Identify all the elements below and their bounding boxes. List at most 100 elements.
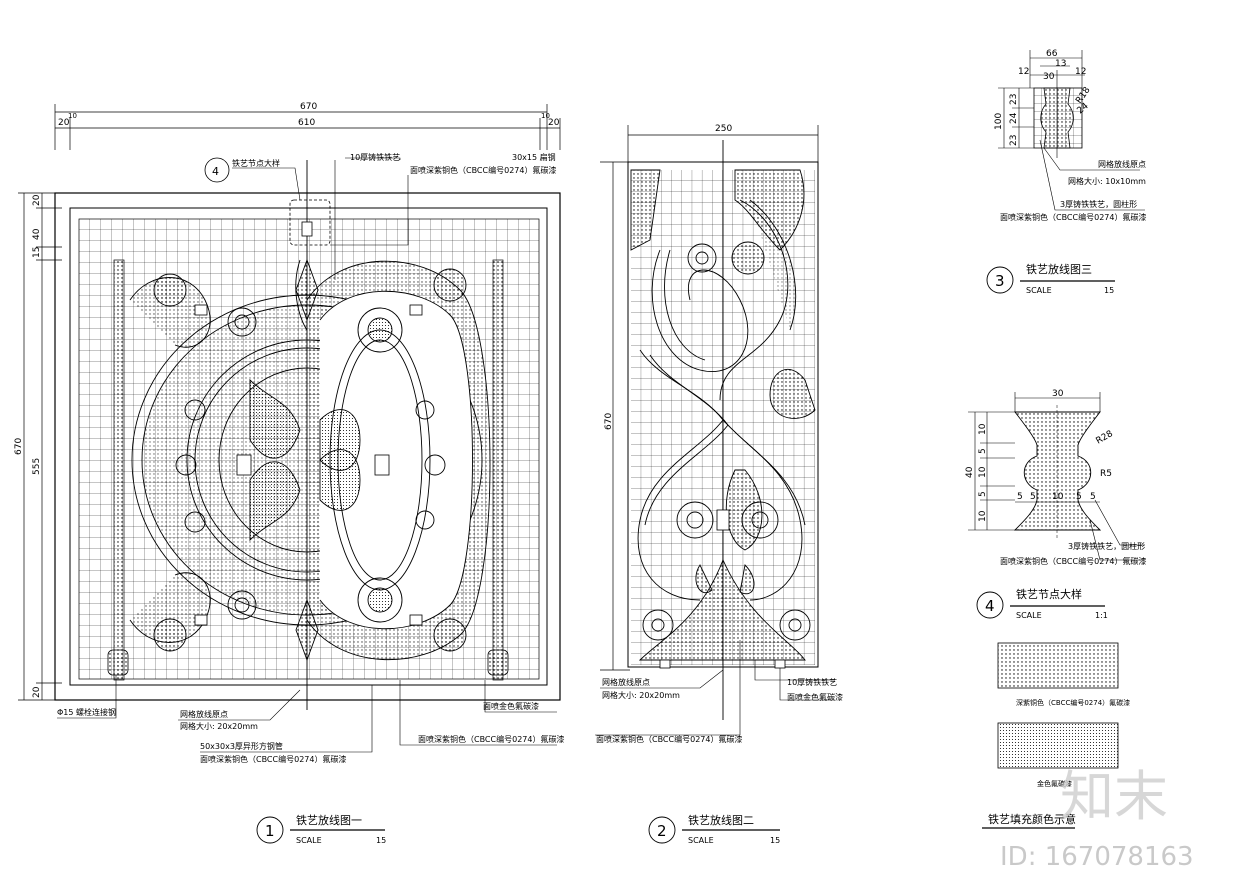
scale-value-3: 15 [1104, 286, 1114, 295]
d4-dim-v10b: 10 [978, 466, 988, 478]
title-bubble-4 [976, 591, 1004, 619]
title-number-1: 1 [265, 822, 275, 840]
note-flat-bar: 30x15 扁钢 [512, 152, 556, 162]
left-dimensions [18, 192, 62, 701]
dim-inner-width: 610 [298, 118, 315, 128]
right-post [492, 259, 504, 681]
d4-dim-h5d: 5 [1090, 492, 1096, 502]
d4-dim-30: 30 [1052, 389, 1064, 399]
dim-inner-height: 555 [32, 458, 42, 475]
top-dimensions [54, 104, 561, 150]
legend-label-copper: 深紫铜色（CBCC编号0274）氟碳漆 [1016, 698, 1130, 707]
detail-ref-label: 铁艺节点大样 [232, 158, 280, 168]
dim-overall-width: 670 [300, 102, 317, 112]
inner-frame [69, 207, 548, 686]
d4-dim-v10c: 10 [978, 510, 988, 522]
d3-dim-100: 100 [994, 113, 1004, 130]
d2-dim-width: 250 [715, 124, 732, 134]
title-bubble-1 [256, 816, 284, 844]
leaders-bottom [57, 675, 557, 753]
note-paint-gold: 面喷金色氟碳漆 [483, 701, 539, 711]
detail-2: 250 670 [595, 124, 843, 845]
d4-dim-r5: R5 [1100, 469, 1112, 479]
d3-note-bar3: 3厚铸铁铁艺，圆柱形 [1060, 199, 1137, 209]
d2-feet [659, 509, 786, 669]
dim-edge-right-2: 20 [548, 118, 560, 128]
d4-dim-h5a: 5 [1017, 492, 1023, 502]
d2-note-bar10: 10厚铸铁铁艺 [787, 677, 837, 687]
detail-ref-number: 4 [212, 165, 219, 178]
title-number-4: 4 [985, 597, 995, 615]
scale-value-1: 15 [376, 836, 386, 845]
note-grid-size: 网格大小: 20x20mm [180, 721, 258, 731]
detail-3: 66 13 12 12 30 100 23 24 23 R18 24 网格放线原… [986, 49, 1146, 295]
dim-v-top-1: 20 [32, 194, 42, 206]
dim-v-bottom: 20 [32, 686, 42, 698]
note-paint-copper-right: 面喷深紫铜色（CBCC编号0274）氟碳漆 [418, 734, 564, 744]
d3-note-grid-size: 网格大小: 10x10mm [1068, 176, 1146, 186]
d3-dim-30: 30 [1043, 72, 1055, 82]
color-legend: 深紫铜色（CBCC编号0274）氟碳漆 金色氟碳漆 铁艺填充颜色示意 [982, 642, 1130, 829]
dim-v-top-2: 40 [32, 228, 42, 240]
scale-value-2: 15 [770, 836, 780, 845]
d4-note-paint: 面喷深紫铜色（CBCC编号0274）氟碳漆 [1000, 556, 1146, 566]
note-grid-origin: 网格放线原点 [180, 709, 228, 719]
d2-note-grid-origin: 网格放线原点 [602, 677, 650, 687]
d3-dim-24: 24 [1009, 112, 1019, 124]
d4-dim-v5b: 5 [978, 491, 988, 497]
scale-label-4: SCALE [1016, 611, 1042, 620]
d3-note-paint: 面喷深紫铜色（CBCC编号0274）氟碳漆 [1000, 212, 1146, 222]
note-paint-copper-bottom: 面喷深紫铜色（CBCC编号0274）氟碳漆 [200, 754, 346, 764]
d3-dim-23: 23 [1009, 94, 1019, 105]
title-1: 铁艺放线图一 [296, 813, 362, 827]
leaders-top [232, 157, 409, 280]
d4-dim-v5a: 5 [978, 448, 988, 454]
title-2: 铁艺放线图二 [688, 813, 754, 827]
watermark-logo: 知末 [1060, 765, 1168, 828]
dim-edge-right: 10 [541, 112, 550, 120]
d2-note-paint-gold: 面喷金色氟碳漆 [787, 692, 843, 702]
title-bubble-3 [986, 266, 1014, 294]
d3-leaders [1039, 139, 1145, 211]
d4-note-bar3: 3厚铸铁铁艺，圆柱形 [1068, 541, 1145, 551]
note-paint-copper-top: 面喷深紫铜色（CBCC编号0274）氟碳漆 [410, 165, 556, 175]
title-4: 铁艺节点大样 [1016, 587, 1082, 601]
d2-note-paint-copper: 面喷深紫铜色（CBCC编号0274）氟碳漆 [596, 734, 742, 744]
d3-dim-23b: 23 [1009, 135, 1019, 146]
note-bolt: Φ15 螺栓连接钢 [57, 707, 116, 717]
d3-dimensions [998, 50, 1085, 149]
legend-swatch-gold [997, 722, 1119, 769]
d4-dim-h5b: 5 [1030, 492, 1036, 502]
d4-dim-r28: R28 [1095, 429, 1116, 447]
scale-label-3: SCALE [1026, 286, 1052, 295]
detail-ref-bubble [204, 157, 230, 183]
detail-1: 670 610 20 10 10 20 670 555 20 40 15 20 [14, 102, 564, 845]
clamps [107, 199, 509, 676]
d2-note-grid-size: 网格大小: 20x20mm [602, 690, 680, 700]
d3-dim-12b: 12 [1075, 67, 1086, 77]
title-bubble-2 [648, 816, 676, 844]
dim-overall-height: 670 [14, 438, 24, 455]
dim-edge-left-2: 10 [68, 112, 77, 120]
watermark-id: ID: 167078163 [1000, 842, 1194, 872]
outer-frame [54, 192, 561, 701]
d2-ornament [630, 169, 816, 661]
dim-edge-left: 20 [58, 118, 70, 128]
left-post [113, 259, 125, 681]
legend-title: 铁艺填充颜色示意 [988, 812, 1076, 826]
d4-dim-40: 40 [965, 466, 975, 478]
d2-dim-height: 670 [604, 413, 614, 430]
title-number-2: 2 [657, 822, 667, 840]
d3-dim-12a: 12 [1018, 67, 1029, 77]
scale-value-4: 1:1 [1095, 611, 1108, 620]
d3-note-grid-origin: 网格放线原点 [1098, 159, 1146, 169]
detail-4: 30 40 10 5 10 15 5 10 5 5 10 5 5 R28 R5 … [965, 389, 1146, 620]
note-tube: 50x30x3厚异形方钢管 [200, 741, 283, 751]
ornament-right [295, 258, 491, 662]
d4-dim-h5c: 5 [1076, 492, 1082, 502]
d4-leaders [1089, 499, 1145, 561]
title-number-3: 3 [995, 272, 1005, 290]
d2-leaders [595, 640, 835, 736]
legend-label-gold: 金色氟碳漆 [1037, 779, 1072, 788]
